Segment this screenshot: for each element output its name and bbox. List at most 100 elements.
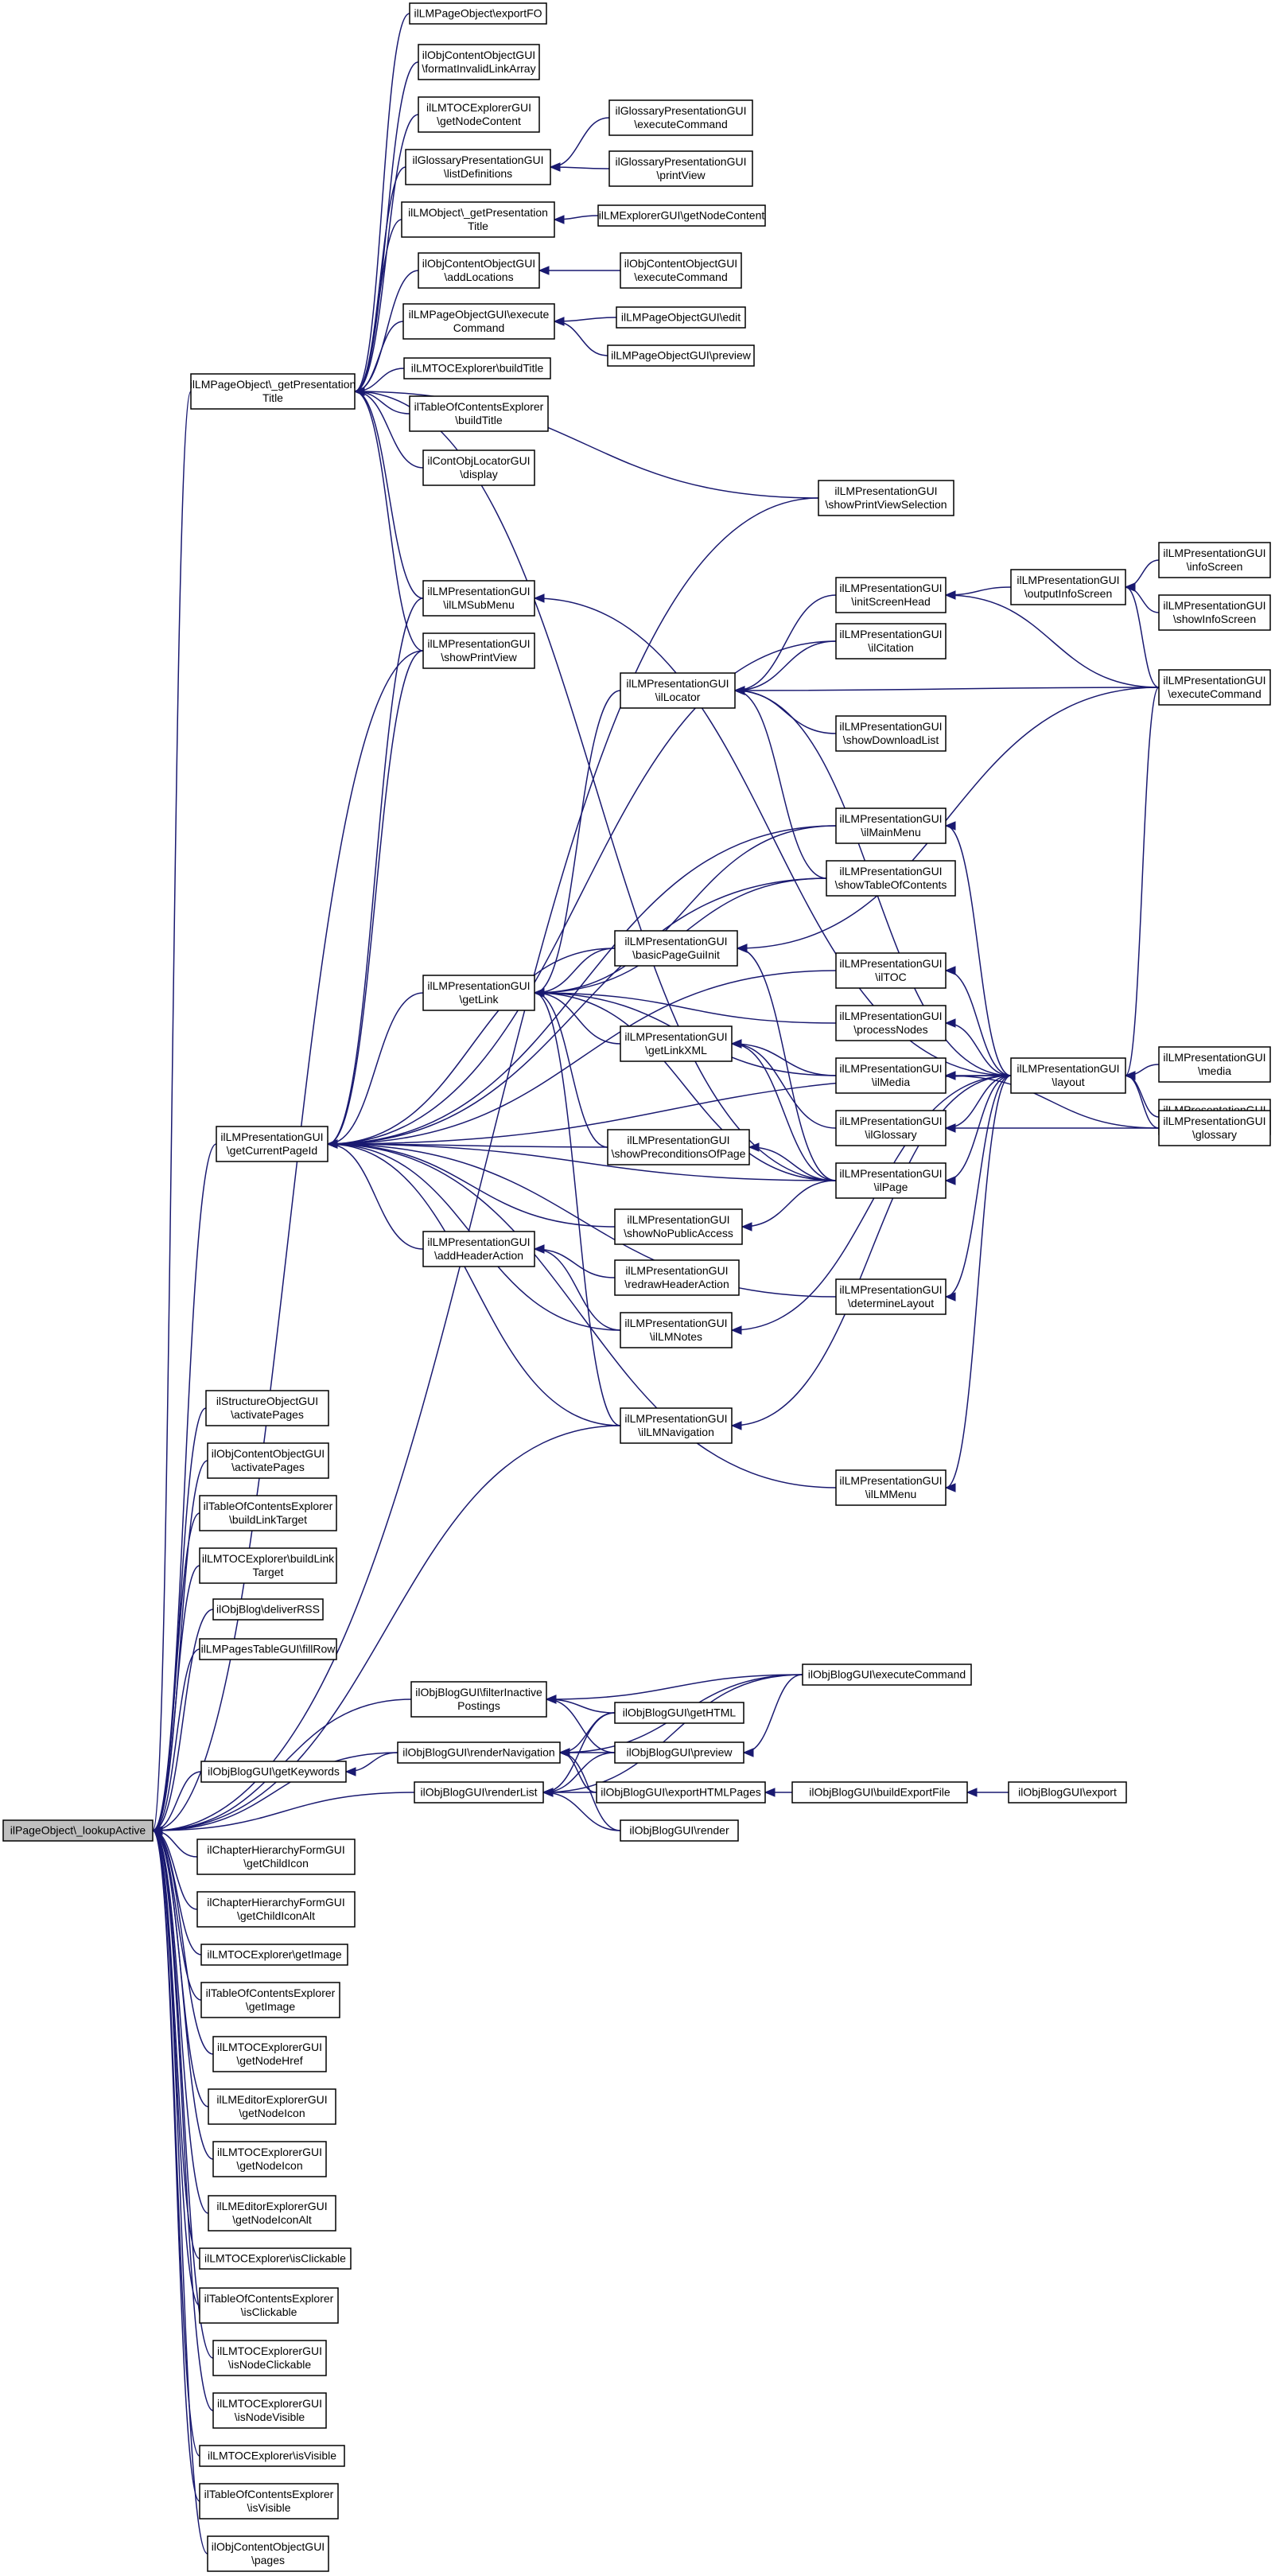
node-fillRow[interactable]: ilLMPagesTableGUI\fillRow <box>199 1638 337 1660</box>
node-outputInfo[interactable]: ilLMPresentationGUI\outputInfoScreen <box>1010 569 1126 605</box>
node-label: ilLMEditorExplorerGUI <box>216 2093 327 2106</box>
node-deliverRSS[interactable]: ilObjBlog\deliverRSS <box>212 1598 324 1621</box>
node-chapChildIcon[interactable]: ilChapterHierarchyFormGUI\getChildIcon <box>196 1839 356 1875</box>
edge-mainMenu-to-getLink <box>533 825 837 998</box>
edge-ilPage-to-getPresTitle <box>353 387 837 1181</box>
node-blogRender[interactable]: ilObjBlogGUI\render <box>620 1819 739 1842</box>
node-ilGlossary[interactable]: ilLMPresentationGUI\ilGlossary <box>835 1110 947 1146</box>
node-determineLayout[interactable]: ilLMPresentationGUI\determineLayout <box>835 1278 947 1315</box>
node-blogPreview[interactable]: ilObjBlogGUI\preview <box>614 1741 744 1764</box>
node-locator[interactable]: ilLMPresentationGUI\ilLocator <box>620 672 736 709</box>
node-initScreenHead[interactable]: ilLMPresentationGUI\initScreenHead <box>835 577 947 613</box>
node-tocBuildLinkTarget[interactable]: ilTableOfContentsExplorer\buildLinkTarge… <box>199 1495 337 1531</box>
node-media[interactable]: ilLMPresentationGUI\media <box>1158 1046 1271 1083</box>
node-lookup[interactable]: ilPageObject\_lookupActive <box>2 1819 154 1842</box>
node-pageObjExec[interactable]: ilLMPageObjectGUI\executeCommand <box>402 303 555 340</box>
node-label: \ilPage <box>874 1181 908 1193</box>
node-tocNodeClickable[interactable]: ilLMTOCExplorerGUI\isNodeClickable <box>212 2340 327 2376</box>
node-getCurPage[interactable]: ilLMPresentationGUI\getCurrentPageId <box>216 1126 328 1162</box>
node-showNoPublic[interactable]: ilLMPresentationGUI\showNoPublicAccess <box>614 1208 743 1245</box>
edge-layout-to-ilTOC <box>944 966 1012 1076</box>
node-box <box>196 1839 356 1875</box>
edge-buildExport-to-exportHTML <box>764 1788 792 1797</box>
node-mainMenu[interactable]: ilLMPresentationGUI\ilMainMenu <box>835 807 947 844</box>
node-label: \printView <box>656 169 706 181</box>
node-buildExport[interactable]: ilObjBlogGUI\buildExportFile <box>791 1781 968 1804</box>
node-navigation[interactable]: ilLMPresentationGUI\ilLMNavigation <box>620 1407 733 1444</box>
node-ilMedia[interactable]: ilLMPresentationGUI\ilMedia <box>835 1057 947 1094</box>
node-tocNodeHref[interactable]: ilLMTOCExplorerGUI\getNodeHref <box>212 2036 327 2072</box>
node-glossary[interactable]: ilLMPresentationGUI\glossary <box>1158 1110 1271 1146</box>
node-lmMenu[interactable]: ilLMPresentationGUI\ilLMMenu <box>835 1469 947 1506</box>
node-tocGetNodeContent[interactable]: ilLMTOCExplorerGUI\getNodeContent <box>418 96 540 133</box>
node-tocNodeVisible[interactable]: ilLMTOCExplorerGUI\isNodeVisible <box>212 2392 327 2429</box>
node-structActivate[interactable]: ilStructureObjectGUI\activatePages <box>205 1390 329 1426</box>
node-getLinkXML[interactable]: ilLMPresentationGUI\getLinkXML <box>620 1025 733 1062</box>
node-addLocations[interactable]: ilObjContentObjectGUI\addLocations <box>418 252 540 289</box>
node-exportHTML[interactable]: ilObjBlogGUI\exportHTMLPages <box>596 1781 766 1804</box>
node-editorNodeIcon[interactable]: ilLMEditorExplorerGUI\getNodeIcon <box>208 2088 336 2125</box>
node-label: \getNodeHref <box>236 2054 302 2067</box>
node-contLocDisplay[interactable]: ilContObjLocatorGUI\display <box>422 449 535 486</box>
node-cobjPages[interactable]: ilObjContentObjectGUI\pages <box>207 2535 329 2572</box>
node-blogExport[interactable]: ilObjBlogGUI\export <box>1008 1781 1127 1804</box>
node-processNodes[interactable]: ilLMPresentationGUI\processNodes <box>835 1005 947 1041</box>
node-redrawHeader[interactable]: ilLMPresentationGUI\redrawHeaderAction <box>614 1259 740 1296</box>
node-glossListDefs[interactable]: ilGlossaryPresentationGUI\listDefinition… <box>405 149 551 185</box>
node-box <box>212 2141 327 2177</box>
node-tocIsVisible[interactable]: ilLMTOCExplorer\isVisible <box>199 2445 345 2467</box>
node-downloadList[interactable]: ilLMPresentationGUI\showDownloadList <box>835 715 947 752</box>
node-tableGetImage[interactable]: ilTableOfContentsExplorer\getImage <box>200 1982 340 2018</box>
node-label: \ilLocator <box>655 691 701 703</box>
edge-ilMedia-to-getLinkXML <box>730 1039 837 1076</box>
node-ilPage[interactable]: ilLMPresentationGUI\ilPage <box>835 1162 947 1199</box>
node-cobjActivate[interactable]: ilObjContentObjectGUI\activatePages <box>207 1442 329 1479</box>
node-renderList[interactable]: ilObjBlogGUI\renderList <box>414 1781 544 1804</box>
node-tocBuildTitle[interactable]: ilLMTOCExplorer\buildTitle <box>403 357 551 379</box>
node-label: \ilLMNotes <box>650 1330 702 1343</box>
node-showTOC[interactable]: ilLMPresentationGUI\showTableOfContents <box>826 860 956 897</box>
node-tableIsClickable[interactable]: ilTableOfContentsExplorer\isClickable <box>199 2287 339 2324</box>
node-exportFO[interactable]: ilLMPageObject\exportFO <box>409 2 547 25</box>
node-tocNodeIcon[interactable]: ilLMTOCExplorerGUI\getNodeIcon <box>212 2141 327 2177</box>
node-showInfoScreen[interactable]: ilLMPresentationGUI\showInfoScreen <box>1158 594 1271 631</box>
node-notes[interactable]: ilLMPresentationGUI\ilLMNotes <box>620 1312 733 1348</box>
node-getHTML[interactable]: ilObjBlogGUI\getHTML <box>614 1702 744 1724</box>
node-getLink[interactable]: ilLMPresentationGUI\getLink <box>422 975 535 1011</box>
node-box <box>1158 1110 1271 1146</box>
node-showPrintView[interactable]: ilLMPresentationGUI\showPrintView <box>422 632 535 669</box>
node-addHeader[interactable]: ilLMPresentationGUI\addHeaderAction <box>422 1231 535 1267</box>
node-glossExec[interactable]: ilGlossaryPresentationGUI\executeCommand <box>608 99 753 136</box>
node-pageObjPreview[interactable]: ilLMPageObjectGUI\preview <box>607 344 755 367</box>
node-showPrecond[interactable]: ilLMPresentationGUI\showPreconditionsOfP… <box>607 1129 750 1165</box>
node-lmtocBuildLink[interactable]: ilLMTOCExplorer\buildLinkTarget <box>199 1547 337 1584</box>
node-lmExplNodeContent[interactable]: ilLMExplorerGUI\getNodeContent <box>597 204 766 227</box>
node-basicPage[interactable]: ilLMPresentationGUI\basicPageGuiInit <box>614 930 738 967</box>
node-tocIsClickable[interactable]: ilLMTOCExplorer\isClickable <box>199 2247 352 2270</box>
node-renderNav[interactable]: ilObjBlogGUI\renderNavigation <box>397 1741 561 1764</box>
node-showPrintSel[interactable]: ilLMPresentationGUI\showPrintViewSelecti… <box>818 480 954 516</box>
node-chapChildIconAlt[interactable]: ilChapterHierarchyFormGUI\getChildIconAl… <box>196 1891 356 1928</box>
edge-glossListDefs-to-getPresTitle <box>353 166 406 396</box>
node-tableBuildTitle[interactable]: ilTableOfContentsExplorer\buildTitle <box>409 395 549 432</box>
node-box <box>835 1162 947 1199</box>
node-infoScreen[interactable]: ilLMPresentationGUI\infoScreen <box>1158 542 1271 578</box>
node-cobjExec[interactable]: ilObjContentObjectGUI\executeCommand <box>620 252 742 289</box>
node-label: ilLMPresentationGUI <box>839 865 942 877</box>
node-ilTOC[interactable]: ilLMPresentationGUI\ilTOC <box>835 952 947 989</box>
node-layout[interactable]: ilLMPresentationGUI\layout <box>1010 1057 1126 1094</box>
node-tocGetImage[interactable]: ilLMTOCExplorer\getImage <box>200 1944 348 1966</box>
node-presExec[interactable]: ilLMPresentationGUI\executeCommand <box>1158 669 1271 706</box>
node-tableIsVisible[interactable]: ilTableOfContentsExplorer\isVisible <box>199 2483 339 2520</box>
node-formatInvalid[interactable]: ilObjContentObjectGUI\formatInvalidLinkA… <box>418 44 540 80</box>
node-subMenu[interactable]: ilLMPresentationGUI\ilLMSubMenu <box>422 580 535 617</box>
node-editorNodeIconAlt[interactable]: ilLMEditorExplorerGUI\getNodeIconAlt <box>208 2195 336 2232</box>
node-blogExec[interactable]: ilObjBlogGUI\executeCommand <box>802 1664 972 1686</box>
node-glossPrint[interactable]: ilGlossaryPresentationGUI\printView <box>608 150 753 187</box>
node-citation[interactable]: ilLMPresentationGUI\ilCitation <box>835 623 947 660</box>
node-pageObjEdit[interactable]: ilLMPageObjectGUI\edit <box>616 306 746 329</box>
node-getKeywords[interactable]: ilObjBlogGUI\getKeywords <box>200 1761 347 1783</box>
